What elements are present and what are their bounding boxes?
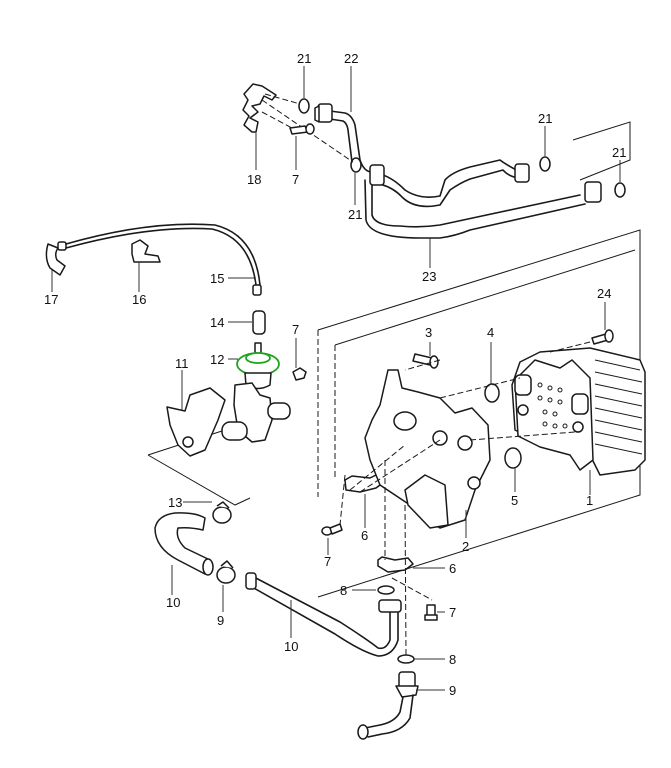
part-9-fitting[interactable] (357, 671, 419, 740)
callout-7[interactable]: 7 (292, 172, 299, 187)
part-7-bolt-left[interactable] (321, 523, 343, 536)
callout-16[interactable]: 14 (210, 315, 224, 330)
part-14-valve-highlighted[interactable] (236, 342, 280, 390)
callout-8[interactable]: 8 (340, 583, 347, 598)
callout-10[interactable]: 10 (284, 639, 298, 654)
part-24-bolt[interactable] (591, 329, 614, 345)
callout-9[interactable]: 9 (449, 683, 456, 698)
callout-5[interactable]: 5 (511, 493, 518, 508)
callout-20[interactable]: 18 (247, 172, 261, 187)
callout-7[interactable]: 7 (292, 322, 299, 337)
callout-12[interactable]: 10 (166, 595, 180, 610)
part-3-bolt[interactable] (412, 353, 439, 369)
callout-19[interactable]: 17 (44, 292, 58, 307)
oil-cooler-fins (594, 359, 643, 455)
part-17-vacuum-line[interactable] (65, 223, 262, 296)
callout-6[interactable]: 6 (361, 528, 368, 543)
callout-leader-lines (51, 66, 621, 691)
part-7-bolt-lower[interactable] (391, 577, 438, 621)
callout-18[interactable]: 16 (132, 292, 146, 307)
part-16-sleeve[interactable] (252, 310, 266, 335)
callout-22[interactable]: 22 (344, 51, 358, 66)
callout-21[interactable]: 21 (612, 145, 626, 160)
part-2-housing[interactable] (364, 369, 491, 529)
part-18-clip[interactable] (131, 239, 161, 263)
part-4-5-seals[interactable] (484, 383, 522, 469)
callout-6[interactable]: 6 (449, 561, 456, 576)
part-11-clamp[interactable] (216, 560, 236, 584)
callout-21[interactable]: 21 (538, 111, 552, 126)
callout-4[interactable]: 4 (487, 325, 494, 340)
valve-body[interactable] (221, 382, 291, 443)
callout-7[interactable]: 7 (324, 554, 331, 569)
part-22-pipe[interactable] (314, 103, 373, 173)
part-19-hose-elbow[interactable] (45, 241, 67, 276)
assembly-dashed-lines (339, 341, 591, 656)
part-8-washers[interactable] (377, 585, 415, 664)
callout-labels: 21 22 18 7 21 21 21 23 17 16 15 14 12 7 … (44, 51, 626, 698)
callout-17[interactable]: 15 (210, 271, 224, 286)
callout-21[interactable]: 21 (297, 51, 311, 66)
part-13-bracket[interactable] (166, 387, 226, 457)
part-15-clamp[interactable] (212, 501, 232, 524)
callout-21[interactable]: 21 (348, 207, 362, 222)
oil-cooler-holes (537, 382, 568, 429)
callout-15[interactable]: 13 (168, 495, 182, 510)
callout-7[interactable]: 7 (449, 605, 456, 620)
part-1-oil-cooler[interactable] (511, 347, 646, 476)
callout-3[interactable]: 3 (425, 325, 432, 340)
callout-11[interactable]: 9 (217, 613, 224, 628)
part-10-pipe[interactable] (245, 572, 402, 657)
part-7-bolt-valve[interactable] (292, 367, 307, 381)
part-21-orings[interactable] (298, 98, 626, 198)
part-7-bolt-top[interactable] (289, 123, 315, 135)
callout-1[interactable]: 1 (586, 493, 593, 508)
part-12-hose[interactable] (154, 512, 214, 576)
callout-23[interactable]: 23 (422, 269, 436, 284)
part-23-pipes[interactable] (364, 159, 602, 239)
callout-13[interactable]: 11 (175, 356, 189, 371)
callout-8[interactable]: 8 (449, 652, 456, 667)
callout-2[interactable]: 2 (462, 539, 469, 554)
part-20-bracket[interactable] (242, 83, 351, 161)
callout-24[interactable]: 24 (597, 286, 611, 301)
callout-14[interactable]: 12 (210, 352, 224, 367)
